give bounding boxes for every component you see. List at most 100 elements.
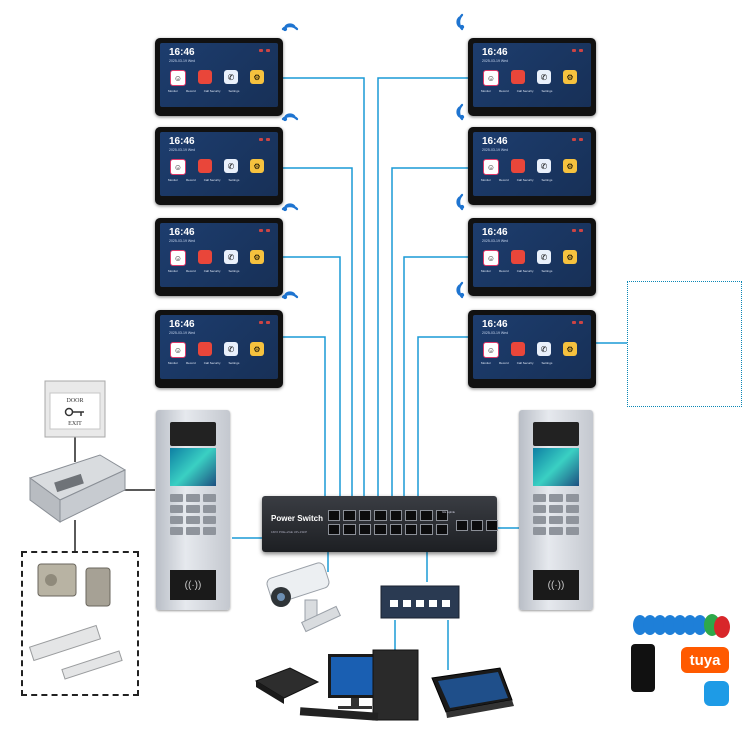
wifi-icon: [281, 291, 299, 300]
monitor-screen: 16:46 2025-03-19 Wed ☺ ✆ ⚙ Monitor Recor…: [160, 132, 278, 196]
tile-label: Record: [499, 89, 509, 93]
smartphone-icon: [631, 644, 655, 692]
call-security-icon: ✆: [224, 70, 238, 84]
switch-model: 16P2 POE+2GE UP+1SFP: [271, 530, 308, 534]
tile-label: Settings: [541, 361, 553, 365]
wifi-icon: [456, 103, 465, 121]
tile-label: Record: [499, 269, 509, 273]
settings-icon: ⚙: [250, 159, 264, 173]
cable-monitor-r4: [417, 336, 468, 528]
monitor-screen: 16:46 2025-03-19 Wed ☺ ✆ ⚙ Monitor Recor…: [473, 132, 591, 196]
tile-label: Monitor: [168, 89, 179, 93]
monitor-screen: 16:46 2025-03-19 Wed ☺ ✆ ⚙ Monitor Recor…: [160, 43, 278, 107]
monitor-date: 2025-03-19 Wed: [482, 59, 509, 63]
call-security-icon: ✆: [537, 159, 551, 173]
tile-label: Monitor: [168, 178, 179, 182]
wifi-icon: [456, 193, 465, 211]
monitor-leds: [259, 138, 270, 141]
tile-label: Record: [186, 89, 196, 93]
tile-label: Call Security: [203, 269, 221, 273]
settings-icon: ⚙: [563, 342, 577, 356]
monitor-leds: [572, 321, 583, 324]
tile-label: Settings: [541, 89, 553, 93]
record-icon: [511, 70, 525, 84]
switch-uplink-ports: [456, 520, 498, 531]
poe-switch: Power Switch 16P2 POE+2GE UP+1SFP GE upl…: [262, 496, 498, 552]
station-camera: [533, 422, 579, 446]
monitor-time: 16:46: [169, 136, 195, 147]
record-icon: [198, 159, 212, 173]
desktop-icon: [299, 649, 419, 721]
cable-monitor-r2: [391, 167, 468, 528]
settings-icon: ⚙: [250, 70, 264, 84]
monitor-time: 16:46: [482, 47, 508, 58]
station-keypad: [533, 494, 579, 535]
cables: [232, 77, 627, 670]
tile-label: Settings: [228, 178, 240, 182]
tile-label: Record: [186, 269, 196, 273]
switch-uplink-label: GE uplink: [442, 510, 456, 514]
station-card-reader: ((·)): [170, 570, 216, 600]
station-camera: [170, 422, 216, 446]
indoor-monitor: 16:46 2025-03-19 Wed ☺ ✆ ⚙ Monitor Recor…: [468, 218, 596, 296]
cable-monitor-l2: [282, 167, 353, 528]
record-icon: [198, 250, 212, 264]
call-security-icon: ✆: [224, 250, 238, 264]
monitor-screen: 16:46 2025-03-19 Wed ☺ ✆ ⚙ Monitor Recor…: [473, 315, 591, 379]
tile-label: Monitor: [168, 269, 179, 273]
record-icon: [198, 70, 212, 84]
tile-label: Call Security: [516, 361, 534, 365]
tile-label: Monitor: [168, 361, 179, 365]
monitor-icon: ☺: [170, 250, 186, 266]
power-supply: [28, 454, 127, 523]
monitor-date: 2025-03-19 Wed: [482, 239, 509, 243]
indoor-monitor: 16:46 2025-03-19 Wed ☺ ✆ ⚙ Monitor Recor…: [155, 38, 283, 116]
cable-monitor-r3: [403, 256, 468, 528]
settings-icon: ⚙: [563, 70, 577, 84]
indoor-monitor: 16:46 2025-03-19 Wed ☺ ✆ ⚙ Monitor Recor…: [155, 218, 283, 296]
tile-label: Settings: [228, 269, 240, 273]
tile-label: Call Security: [516, 269, 534, 273]
wifi-icon: [281, 203, 299, 212]
station-keypad: [170, 494, 216, 535]
rfid-tag-icon: [633, 614, 730, 638]
switch-brand: Power Switch: [271, 514, 324, 523]
monitor-icon: ☺: [483, 342, 499, 358]
indoor-monitor: 16:46 2025-03-19 Wed ☺ ✆ ⚙ Monitor Recor…: [155, 127, 283, 205]
home-icon: [704, 681, 729, 706]
monitor-screen: 16:46 2025-03-19 Wed ☺ ✆ ⚙ Monitor Recor…: [473, 223, 591, 287]
record-icon: [511, 159, 525, 173]
wifi-icon: [456, 281, 465, 299]
monitor-leds: [572, 138, 583, 141]
monitor-date: 2025-03-19 Wed: [482, 331, 509, 335]
monitor-icon: ☺: [170, 342, 186, 358]
camera-icon: [266, 562, 341, 633]
tablet-icon: [431, 667, 514, 718]
monitor-date: 2025-03-19 Wed: [169, 331, 196, 335]
monitor-time: 16:46: [482, 227, 508, 238]
tile-label: Record: [499, 178, 509, 182]
monitor-leds: [572, 229, 583, 232]
monitor-screen: 16:46 2025-03-19 Wed ☺ ✆ ⚙ Monitor Recor…: [160, 315, 278, 379]
key-icon: [64, 407, 84, 417]
tile-label: Record: [186, 178, 196, 182]
door-station-left: ((·)): [156, 410, 230, 610]
settings-icon: ⚙: [563, 159, 577, 173]
tile-label: Call Security: [203, 178, 221, 182]
tile-label: Settings: [228, 89, 240, 93]
monitor-leds: [259, 321, 270, 324]
station-display: [533, 448, 579, 486]
indoor-monitor: 16:46 2025-03-19 Wed ☺ ✆ ⚙ Monitor Recor…: [155, 310, 283, 388]
station-card-reader: ((·)): [533, 570, 579, 600]
record-icon: [511, 250, 525, 264]
tuya-logo: tuya: [681, 647, 729, 673]
tile-label: Settings: [541, 178, 553, 182]
record-icon: [511, 342, 525, 356]
tile-label: Call Security: [203, 361, 221, 365]
indoor-monitor: 16:46 2025-03-19 Wed ☺ ✆ ⚙ Monitor Recor…: [468, 127, 596, 205]
cable-monitor-l3: [282, 256, 341, 528]
tile-label: Monitor: [481, 178, 492, 182]
indoor-monitor: 16:46 2025-03-19 Wed ☺ ✆ ⚙ Monitor Recor…: [468, 38, 596, 116]
monitor-leds: [259, 49, 270, 52]
lock-group: [21, 551, 139, 696]
